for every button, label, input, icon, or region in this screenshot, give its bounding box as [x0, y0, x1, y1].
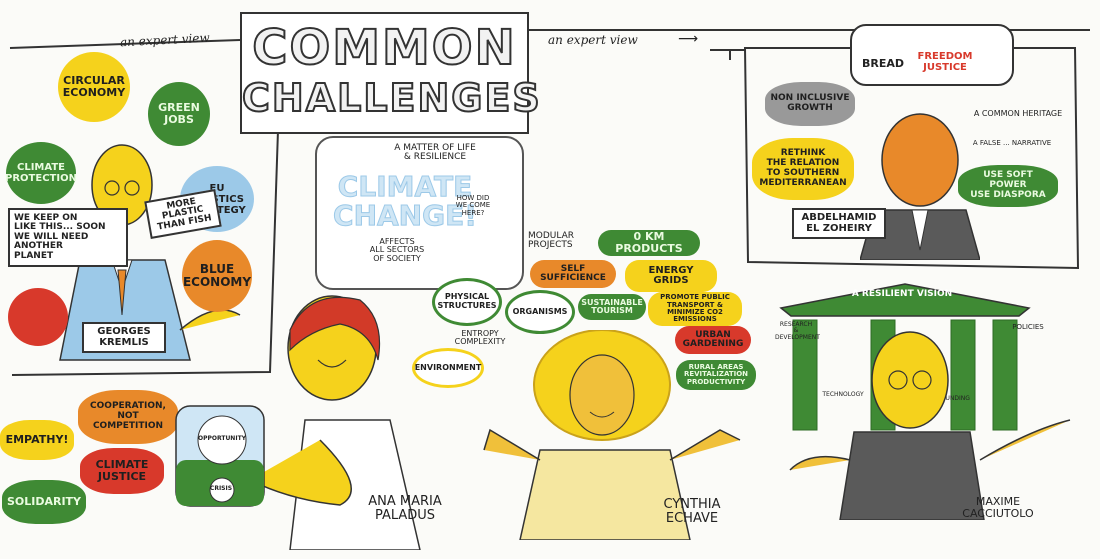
climate-protection-blob: CLIMATE PROTECTION	[5, 142, 77, 204]
header-arrow: ⟶	[678, 31, 699, 47]
title-line-2: CHALLENGES	[241, 75, 542, 121]
funding-text: FUNDING	[942, 395, 970, 402]
opportunity-jar	[175, 405, 265, 507]
common-heritage-text: A COMMON HERITAGE	[973, 109, 1063, 118]
cynthia-figure	[483, 330, 741, 540]
crisis-text: CRISIS	[209, 485, 233, 492]
right-header: an expert view	[548, 33, 638, 47]
cynthia-name: CYNTHIA ECHAVE	[663, 497, 721, 526]
solidarity-blob: SOLIDARITY	[2, 480, 86, 524]
affects-text: AFFECTS ALL SECTORS OF SOCIETY	[369, 237, 425, 263]
freedom-justice-text: FREEDOM JUSTICE	[917, 51, 973, 73]
self-sufficience-pill: SELF SUFFICIENCE	[530, 260, 616, 288]
georges-speech-bubble: WE KEEP ON LIKE THIS... SOON WE WILL NEE…	[8, 208, 128, 268]
title-box: COMMON CHALLENGES	[240, 12, 542, 134]
rethink-blob: RETHINK THE RELATION TO SOUTHERN MEDITER…	[752, 138, 854, 200]
abdelhamid-figure	[860, 113, 980, 260]
empathy-blob: EMPATHY!	[0, 420, 74, 460]
soft-power-blob: USE SOFT POWER USE DIASPORA	[958, 165, 1058, 207]
ana-maria-name: ANA MARIA PALADUS	[368, 494, 442, 523]
public-transport-pill: PROMOTE PUBLIC TRANSPORT & MINIMIZE CO2 …	[648, 292, 742, 326]
entropy-text: ENTROPY COMPLEXITY	[454, 329, 506, 347]
km-products-pill: 0 km PRODUCTS	[598, 230, 700, 256]
environment-bubble: ENVIRONMENT	[412, 348, 484, 388]
circular-economy-blob: CIRCULAR ECONOMY	[58, 52, 130, 122]
green-jobs-blob: GREEN JOBS	[148, 82, 210, 146]
abdelhamid-name: ABDELHAMID EL ZOHEIRY	[792, 208, 886, 239]
urban-gardening-pill: URBAN GARDENING	[675, 326, 751, 354]
policies-text: POLICIES	[1012, 323, 1044, 331]
title-line-1: COMMON	[251, 19, 517, 77]
climate-change-cloud	[315, 136, 524, 290]
physical-structures-bubble: PHYSICAL STRUCTURES	[432, 278, 502, 326]
climate-justice-blob: CLIMATE JUSTICE	[80, 448, 164, 494]
energy-grids-pill: ENERGY GRIDS	[625, 260, 717, 292]
georges-name-tag: GEORGES KREMLIS	[82, 322, 166, 353]
resilient-vision-text: A RESILIENT VISION	[851, 289, 953, 299]
ana-maria-figure	[260, 295, 421, 550]
blue-economy-blob: BLUE ECONOMY	[182, 240, 252, 312]
bread-banner	[850, 24, 1014, 86]
climate-change-text: CLIMATE CHANGE!	[333, 170, 478, 233]
false-narrative-text: A FALSE ... NARRATIVE	[972, 139, 1052, 147]
modular-projects-text: MODULAR PROJECTS	[528, 231, 574, 251]
bread-text: BREAD	[862, 57, 905, 70]
sustainable-tourism-pill: SUSTAINABLE TOURISM	[578, 294, 646, 320]
maxime-name: MAXIME CACCIUTOLO	[962, 495, 1034, 520]
matter-of-life-text: A MATTER OF LIFE & RESILIENCE	[394, 143, 476, 163]
organisms-bubble: ORGANISMS	[505, 290, 575, 334]
technology-text: TECHNOLOGY	[822, 391, 864, 398]
maxime-figure	[789, 331, 1071, 520]
red-circle-blob	[8, 288, 68, 346]
research-text: RESEARCH & DEVELOPMENT	[775, 321, 820, 341]
opportunity-text: OPPORTUNITY	[198, 435, 247, 442]
inclusive-growth-blob: NON INCLUSIVE GROWTH	[765, 82, 855, 126]
rural-areas-pill: RURAL AREAS REVITALIZATION PRODUCTIVITY	[676, 360, 756, 390]
how-did-text: HOW DID WE COME HERE?	[455, 194, 491, 217]
cooperation-blob: COOPERATION, NOT COMPETITION	[78, 390, 178, 444]
